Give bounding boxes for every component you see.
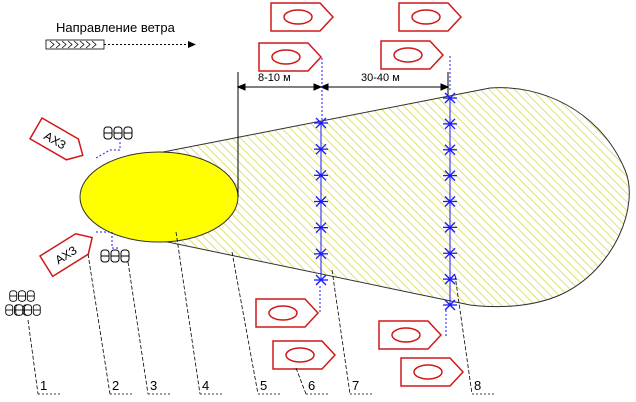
callout-1: 1 [27, 319, 60, 395]
fire-boat-icon [398, 2, 462, 32]
callout-6: 6 [295, 367, 328, 395]
callouts: 1 2 3 4 5 6 7 8 [27, 231, 494, 395]
barrels-lower-icon [100, 249, 130, 263]
barrel-stack-icon [5, 290, 41, 316]
callout-2: 2 [87, 253, 132, 395]
water-nozzle-icon [443, 170, 457, 182]
water-nozzle-icon [314, 248, 328, 260]
fire-boat-icon [380, 40, 444, 70]
gas-cloud-zone [157, 87, 630, 308]
water-nozzle-icon [443, 144, 457, 156]
callout-number: 4 [202, 378, 209, 393]
callout-number: 6 [308, 378, 315, 393]
water-nozzle-icon [443, 196, 457, 207]
fire-boat-icon [378, 320, 442, 350]
water-nozzle-icon [314, 196, 328, 207]
callout-number: 1 [40, 378, 47, 393]
water-curtain-line-1 [314, 117, 328, 286]
water-curtains [314, 92, 457, 311]
water-nozzle-icon [443, 221, 457, 233]
wind-direction: Направление ветра [45, 20, 196, 50]
callout-4: 4 [175, 231, 222, 395]
water-nozzle-icon [314, 169, 328, 181]
callout-number: 2 [112, 378, 119, 393]
barrels-upper-icon [103, 126, 133, 140]
fire-boat-icon [272, 340, 336, 370]
wind-direction-label: Направление ветра [56, 20, 176, 35]
callout-number: 7 [352, 378, 359, 393]
callout-8: 8 [454, 274, 494, 395]
fire-boat-icon [400, 357, 464, 387]
water-nozzle-icon [443, 247, 457, 259]
callout-7: 7 [331, 269, 372, 395]
spill-spot [79, 151, 239, 243]
callout-5: 5 [231, 251, 280, 395]
fire-boat-icon [255, 298, 319, 328]
water-nozzle-icon [314, 117, 328, 129]
callout-number: 8 [474, 378, 481, 393]
akhz-boat-lower: АХЗ [38, 232, 94, 278]
water-curtain-line-2 [443, 92, 457, 311]
callout-number: 3 [150, 378, 157, 393]
water-nozzle-icon [443, 118, 457, 130]
akhz-boat-upper: АХЗ [28, 116, 84, 161]
fire-boat-icon [258, 42, 322, 72]
water-nozzle-icon [314, 274, 328, 286]
dimension-label-far: 30-40 м [361, 72, 400, 84]
wind-arrow-icon [45, 39, 196, 50]
callout-number: 5 [260, 378, 267, 393]
callout-3: 3 [127, 261, 170, 395]
distance-markers: 8-10 м 30-40 м [236, 72, 450, 197]
water-nozzle-icon [443, 92, 457, 104]
water-nozzle-icon [314, 222, 328, 234]
fire-boat-icon [270, 2, 334, 32]
vessels [255, 2, 464, 387]
hose-lines [95, 142, 121, 249]
dimension-label-near: 8-10 м [258, 72, 291, 84]
water-nozzle-icon [314, 143, 328, 155]
water-nozzle-icon [443, 273, 457, 285]
water-nozzle-icon [443, 299, 457, 311]
